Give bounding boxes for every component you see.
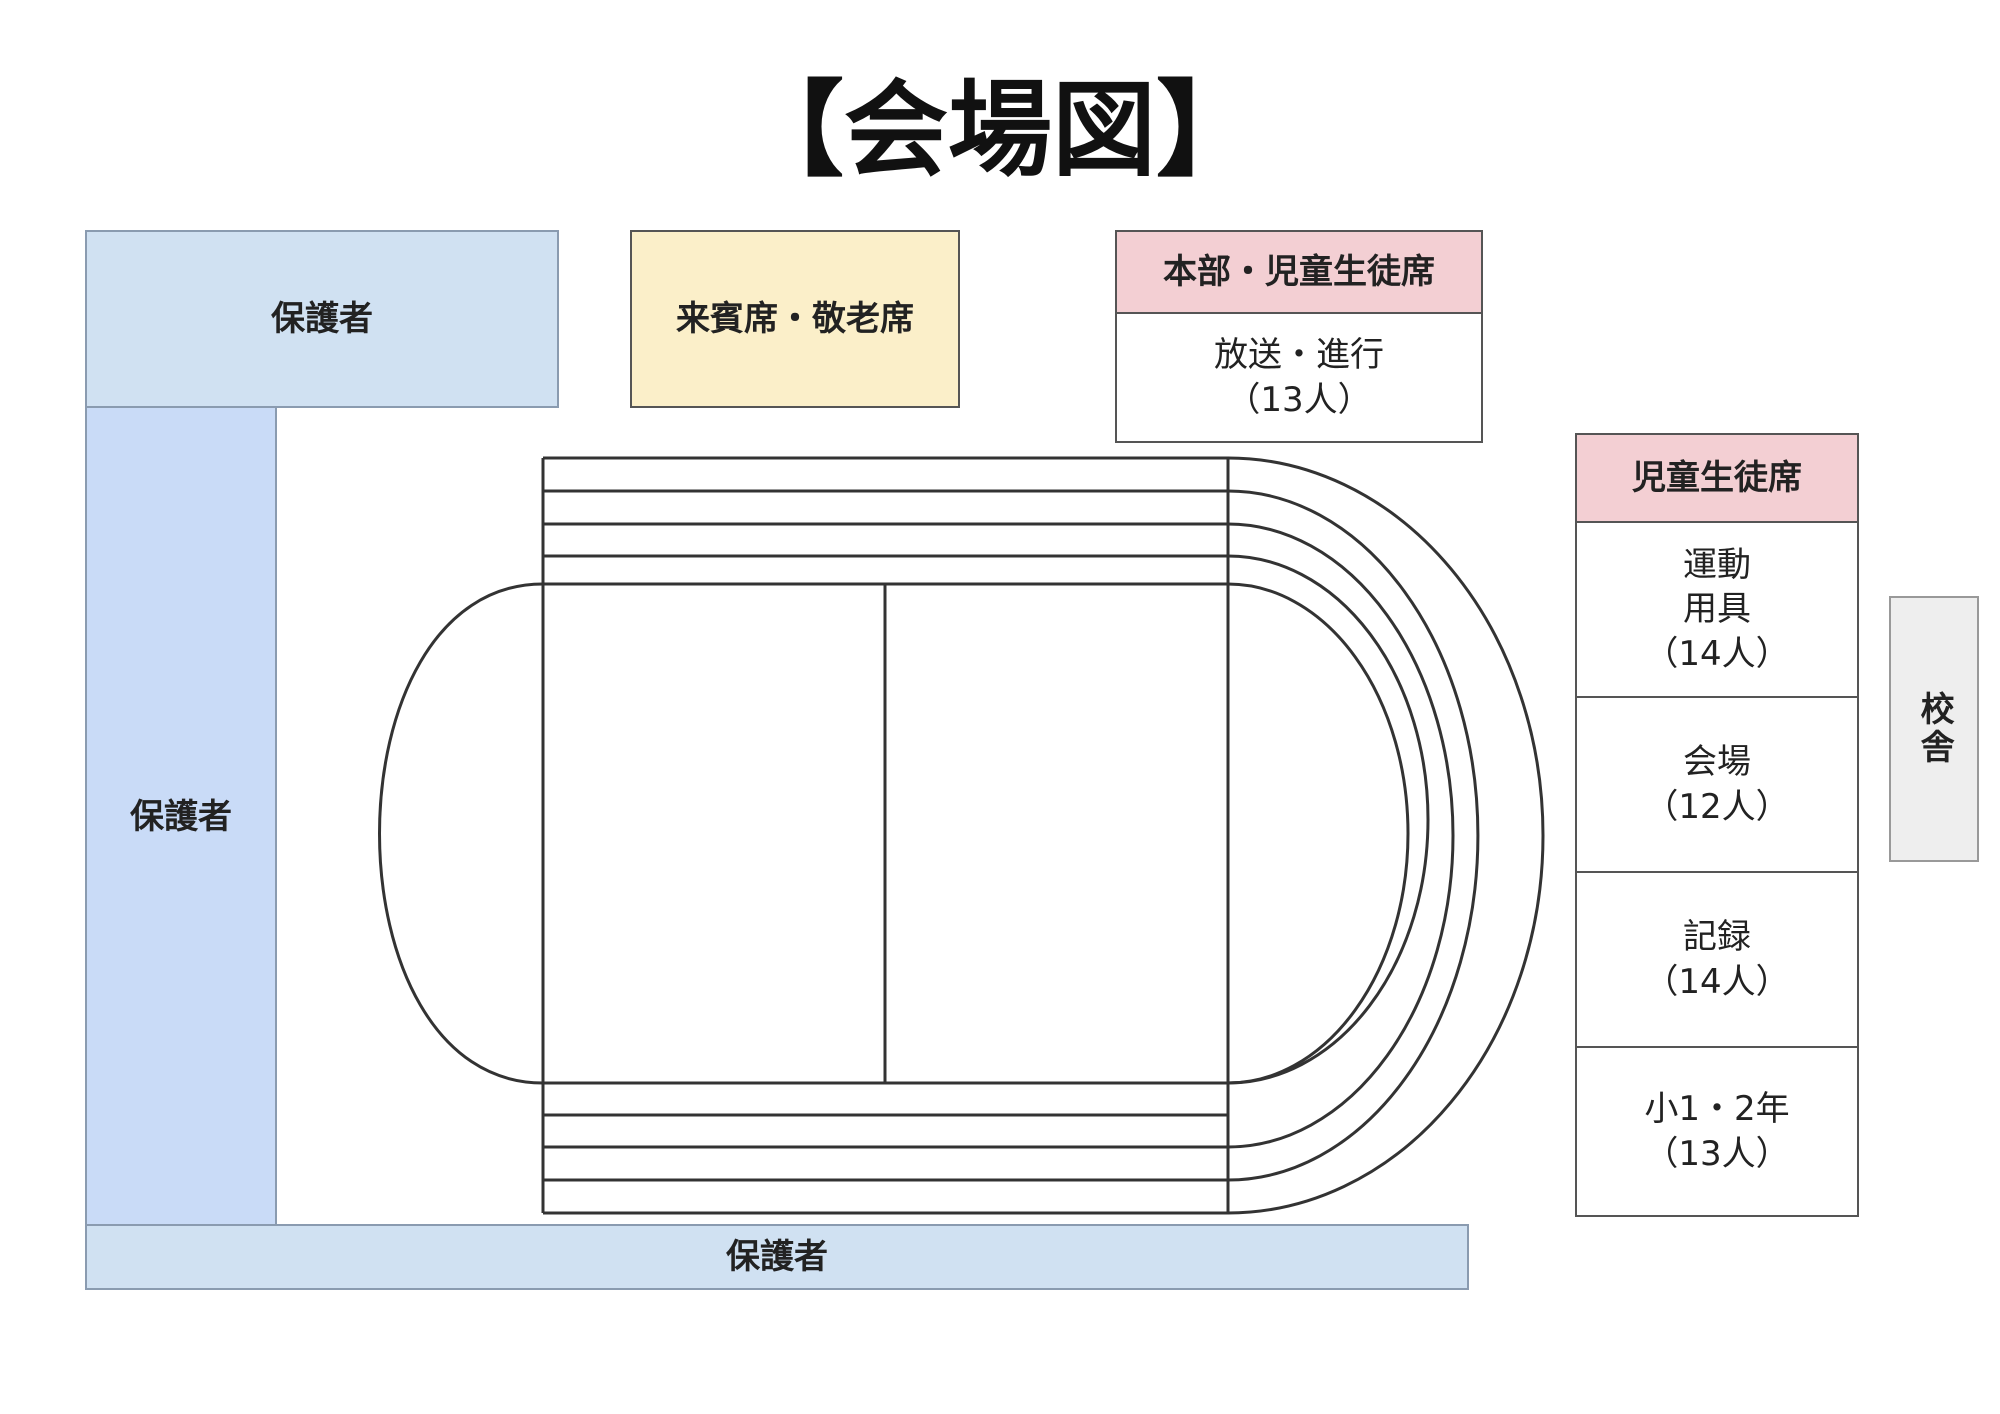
guardian-area-top-label: 保護者	[271, 298, 373, 339]
guardian-area-top: 保護者	[85, 230, 559, 408]
guardian-area-bottom: 保護者	[85, 1224, 1469, 1290]
guardian-area-bottom-label: 保護者	[726, 1236, 828, 1277]
guardian-area-left-label: 保護者	[130, 796, 232, 837]
guest-seats-area: 来賓席・敬老席	[630, 230, 960, 408]
school-building-label: 校舎	[1914, 691, 1955, 767]
track-left-curve	[378, 582, 544, 1085]
track-right-curve	[1227, 554, 1430, 1085]
student-seats-cell-venue: 会場 （12人）	[1577, 698, 1857, 873]
track-right-curve	[1227, 522, 1455, 1149]
school-building: 校舎	[1889, 596, 1979, 862]
hq-panel-broadcast: 放送・進行 （13人）	[1214, 335, 1384, 420]
student-seats-header: 児童生徒席	[1577, 435, 1857, 523]
guardian-area-left: 保護者	[85, 406, 277, 1228]
student-seats-cell-grade12: 小1・2年 （13人）	[1644, 1089, 1790, 1174]
student-seats-panel: 児童生徒席 運動 用具 （14人） 会場 （12人） 記録 （14人） 小1・2…	[1575, 433, 1859, 1217]
track-right-curve	[1227, 489, 1480, 1182]
student-seats-cell-equipment: 運動 用具 （14人）	[1577, 523, 1857, 698]
hq-panel: 本部・児童生徒席 放送・進行 （13人）	[1115, 230, 1483, 443]
track-right-curve	[1227, 456, 1545, 1215]
guest-seats-label: 来賓席・敬老席	[676, 298, 914, 339]
page-title: 【会場図】	[739, 69, 1260, 191]
student-seats-cell-records: 記録 （14人）	[1577, 873, 1857, 1048]
track-right-curve	[1227, 582, 1410, 1085]
hq-panel-header: 本部・児童生徒席	[1117, 232, 1481, 314]
